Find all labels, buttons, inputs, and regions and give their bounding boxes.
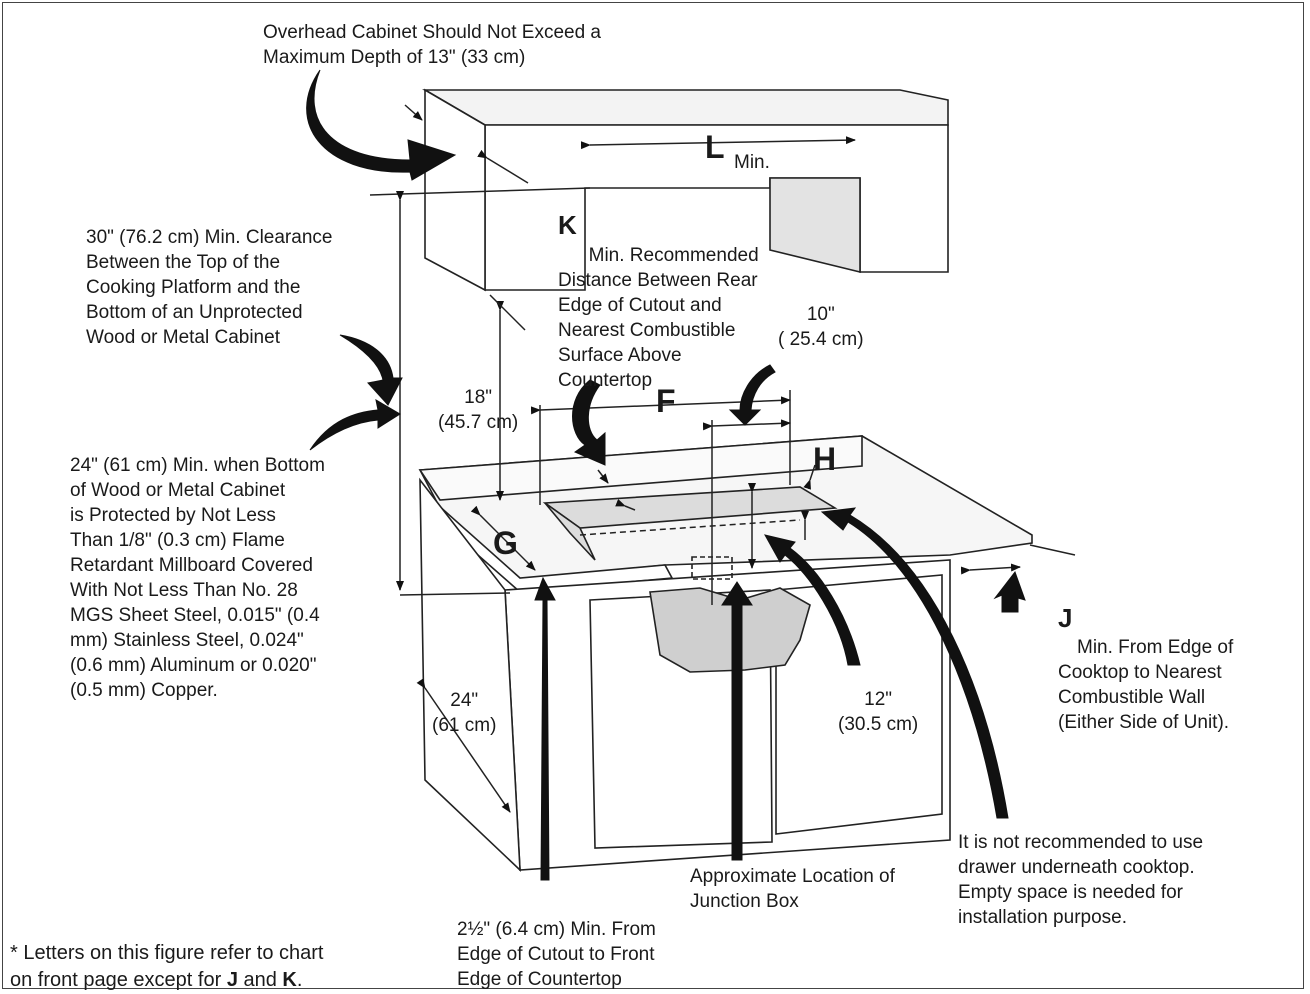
- letter-j: J: [1058, 603, 1073, 633]
- j-text: Min. From Edge of Cooktop to Nearest Com…: [1058, 637, 1234, 733]
- junction-box-note: Approximate Location of Junction Box: [690, 866, 895, 912]
- eighteen-inch-dimension: 18" (45.7 cm): [438, 387, 519, 433]
- overhead-cabinet: [422, 88, 949, 292]
- footnote: * Letters on this figure refer to chart …: [10, 940, 324, 994]
- k-text: Min. Recommended Distance Between Rear E…: [558, 245, 759, 391]
- callout-arrows: [306, 69, 1026, 881]
- letter-l: L: [705, 129, 725, 165]
- clearance-24-note: 24" (61 cm) Min. when Bottom of Wood or …: [70, 455, 325, 701]
- countertop-cabinet: [418, 435, 1033, 872]
- letter-l-min: Min.: [734, 152, 770, 173]
- letter-f: F: [656, 383, 676, 419]
- drawer-warning-note: It is not recommended to use drawer unde…: [958, 832, 1204, 928]
- footnote-k: K: [282, 969, 297, 991]
- twelve-inch-dimension: 12" (30.5 cm): [838, 689, 919, 735]
- letter-k: K: [558, 210, 577, 240]
- k-recommended-distance-note: KK Min. Recommended Distance Between Rea…: [558, 218, 759, 393]
- cutout-edge-note: 2½" (6.4 cm) Min. From Edge of Cutout to…: [457, 919, 656, 990]
- twentyfour-inch-dimension: 24" (61 cm): [432, 690, 497, 736]
- j-wall-distance-note: JJMin. From Edge of Cooktop to Nearest C…: [1058, 610, 1233, 735]
- dimension-lines: [369, 104, 1076, 813]
- letter-g: G: [493, 525, 518, 561]
- footnote-text: * Letters on this figure refer to chart …: [10, 942, 324, 991]
- footnote-end: .: [296, 969, 303, 991]
- overhead-cabinet-depth-note: Overhead Cabinet Should Not Exceed a Max…: [263, 22, 601, 68]
- letter-h: H: [813, 441, 837, 477]
- footnote-and: and: [237, 969, 283, 991]
- footnote-j: J: [226, 969, 238, 991]
- clearance-30-note: 30" (76.2 cm) Min. Clearance Between the…: [86, 227, 333, 348]
- ten-inch-dimension: 10" ( 25.4 cm): [778, 304, 864, 350]
